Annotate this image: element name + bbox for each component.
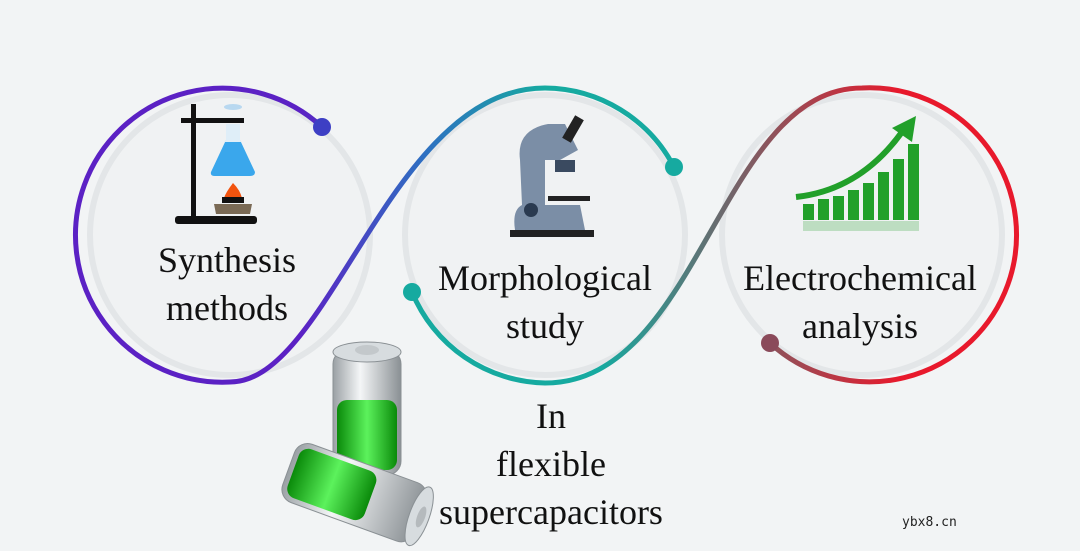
- bottom-label-line3: supercapacitors: [439, 492, 663, 532]
- step-label-synthesis-line2: methods: [166, 288, 288, 328]
- step-label-morphology-line1: Morphological: [438, 258, 652, 298]
- step-label-synthesis-line1: Synthesis: [158, 240, 296, 280]
- step-label-electrochem-line1: Electrochemical: [743, 258, 977, 298]
- path-end-dot: [761, 334, 779, 352]
- bottom-label-line2: flexible: [496, 444, 606, 484]
- path-end-dot: [313, 118, 331, 136]
- step-label-morphology-line2: study: [506, 306, 584, 346]
- growth-bar-chart-icon: [795, 116, 919, 231]
- lab-flask-burner-icon: [175, 104, 257, 224]
- circle-shadow: [87, 92, 373, 378]
- path-end-dot: [403, 283, 421, 301]
- path-end-dot: [665, 158, 683, 176]
- circle-shadow: [719, 92, 1005, 378]
- connector-path-synthesis: [72, 85, 677, 385]
- connector-path-analysis: [409, 85, 1020, 386]
- battery-icon: [281, 341, 434, 547]
- step-label-electrochem-line2: analysis: [802, 306, 918, 346]
- watermark: ybx8.cn: [902, 515, 957, 530]
- microscope-icon: [510, 115, 594, 237]
- bottom-label-line1: In: [536, 396, 566, 436]
